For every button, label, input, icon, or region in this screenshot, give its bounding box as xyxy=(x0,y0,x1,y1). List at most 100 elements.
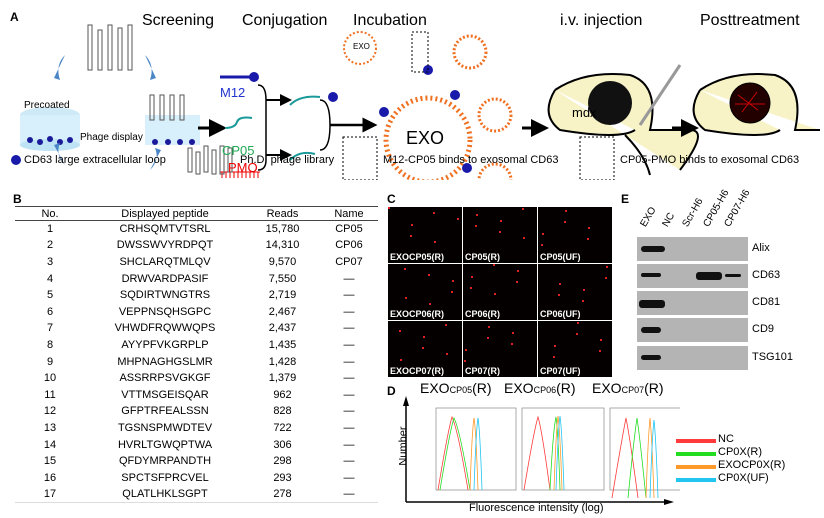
row-no: 5 xyxy=(46,289,54,302)
row-reads: 722 xyxy=(273,421,292,434)
exo-label: EXO xyxy=(406,128,445,148)
pmo-label: PMO xyxy=(228,160,258,175)
legend-label: CP0X(UF) xyxy=(718,472,769,484)
row-peptide: VHWDFRQWWQPS xyxy=(114,322,216,335)
dish-precoated xyxy=(20,107,80,151)
microscopy-image: CP07(UF) xyxy=(538,321,612,377)
row-peptide: SPCTSFPRCVEL xyxy=(121,471,209,484)
m12-cp05-legend-icon xyxy=(342,136,378,180)
phage-library-icon xyxy=(187,145,233,175)
image-label: EXOCP06(R) xyxy=(390,309,445,319)
image-label: CP06(R) xyxy=(465,309,501,319)
row-peptide: QLATLHKLSGPT xyxy=(122,488,208,501)
legend-phage-library: Ph.D. phage library xyxy=(240,154,335,166)
row-peptide: HVRLTGWQPTWA xyxy=(117,438,213,451)
hist-title-cp06: EXOCP06(R) xyxy=(504,380,576,396)
row-no: 7 xyxy=(46,322,54,335)
row-reads: 2,437 xyxy=(268,322,297,335)
microscopy-image: CP07(R) xyxy=(463,321,537,377)
marker-cd81: CD81 xyxy=(752,296,781,308)
blot-alix xyxy=(637,237,748,261)
legend-swatch xyxy=(676,439,716,443)
row-name: — xyxy=(343,322,355,335)
row-peptide: MHPNAGHGSLMR xyxy=(117,355,213,368)
row-reads: 293 xyxy=(273,471,292,484)
row-no: 16 xyxy=(43,471,57,484)
row-name: CP07 xyxy=(335,255,363,268)
row-reads: 2,467 xyxy=(268,305,297,318)
row-reads: 1,379 xyxy=(268,372,297,385)
legend-label: CP0X(R) xyxy=(718,446,763,458)
cp05-label: CP05 xyxy=(222,143,255,158)
row-reads: 2,719 xyxy=(268,289,297,302)
blot-cd63 xyxy=(637,264,748,288)
row-peptide: DRWVARDPASIF xyxy=(121,272,209,285)
image-label: EXOCP05(R) xyxy=(390,252,445,262)
cycle-arrows xyxy=(54,55,161,170)
hist-title-cp07: EXOCP07(R) xyxy=(592,380,664,396)
row-name: — xyxy=(343,305,355,318)
row-reads: 828 xyxy=(273,405,292,418)
image-label: EXOCP07(R) xyxy=(390,366,445,376)
microscopy-image: EXOCP05(R) xyxy=(388,207,462,263)
row-no: 2 xyxy=(46,239,54,252)
row-reads: 298 xyxy=(273,455,292,468)
cp05-pmo-legend-icon xyxy=(579,136,615,180)
x-axis-label: Fluorescence intensity (log) xyxy=(469,502,604,514)
image-label: CP06(UF) xyxy=(540,309,581,319)
image-label: CP07(UF) xyxy=(540,366,581,376)
lane-nc: NC xyxy=(660,210,678,229)
row-no: 14 xyxy=(43,438,57,451)
panel-label-e: E xyxy=(621,192,630,206)
row-no: 15 xyxy=(43,455,57,468)
hist-title-cp05: EXOCP05(R) xyxy=(420,380,492,396)
row-peptide: DWSSWVYRDPQT xyxy=(116,239,214,252)
panel-label-d: D xyxy=(387,384,396,398)
legend-swatch xyxy=(676,465,716,469)
row-name: — xyxy=(343,455,355,468)
step-screening: Screening xyxy=(142,12,215,29)
mouse-posttreatment xyxy=(692,73,820,136)
pmo-strand xyxy=(220,171,260,178)
row-name: CP06 xyxy=(335,239,363,252)
row-reads: 9,570 xyxy=(268,255,297,268)
row-no: 17 xyxy=(43,488,57,501)
blot-cd81 xyxy=(637,291,748,315)
col-peptide: Displayed peptide xyxy=(85,206,245,221)
microscopy-image: EXOCP06(R) xyxy=(388,264,462,320)
row-peptide: VEPPNSQHSGPC xyxy=(118,305,212,318)
row-name: CP05 xyxy=(335,223,363,236)
legend-cp05-pmo: CP05-PMO binds to exosomal CD63 xyxy=(620,154,800,166)
row-name: — xyxy=(343,338,355,351)
schematic-illustration xyxy=(11,24,820,180)
marker-alix: Alix xyxy=(752,242,770,254)
marker-cd63: CD63 xyxy=(752,269,781,281)
row-name: — xyxy=(343,471,355,484)
row-name: — xyxy=(343,388,355,401)
row-reads: 14,310 xyxy=(265,239,300,252)
table-row: 16 SPCTSFPRCVEL 293 — xyxy=(15,469,378,486)
row-name: — xyxy=(343,421,355,434)
panel-label-c: C xyxy=(387,192,396,206)
row-reads: 1,435 xyxy=(268,338,297,351)
row-peptide: GFPTRFEALSSN xyxy=(121,405,209,418)
lane-exo: EXO xyxy=(638,205,659,229)
row-reads: 306 xyxy=(273,438,292,451)
row-reads: 7,550 xyxy=(268,272,297,285)
image-label: CP05(UF) xyxy=(540,252,581,262)
row-name: — xyxy=(343,372,355,385)
legend-swatch xyxy=(676,452,716,456)
row-no: 9 xyxy=(46,355,54,368)
image-label: CP05(R) xyxy=(465,252,501,262)
row-name: — xyxy=(343,355,355,368)
